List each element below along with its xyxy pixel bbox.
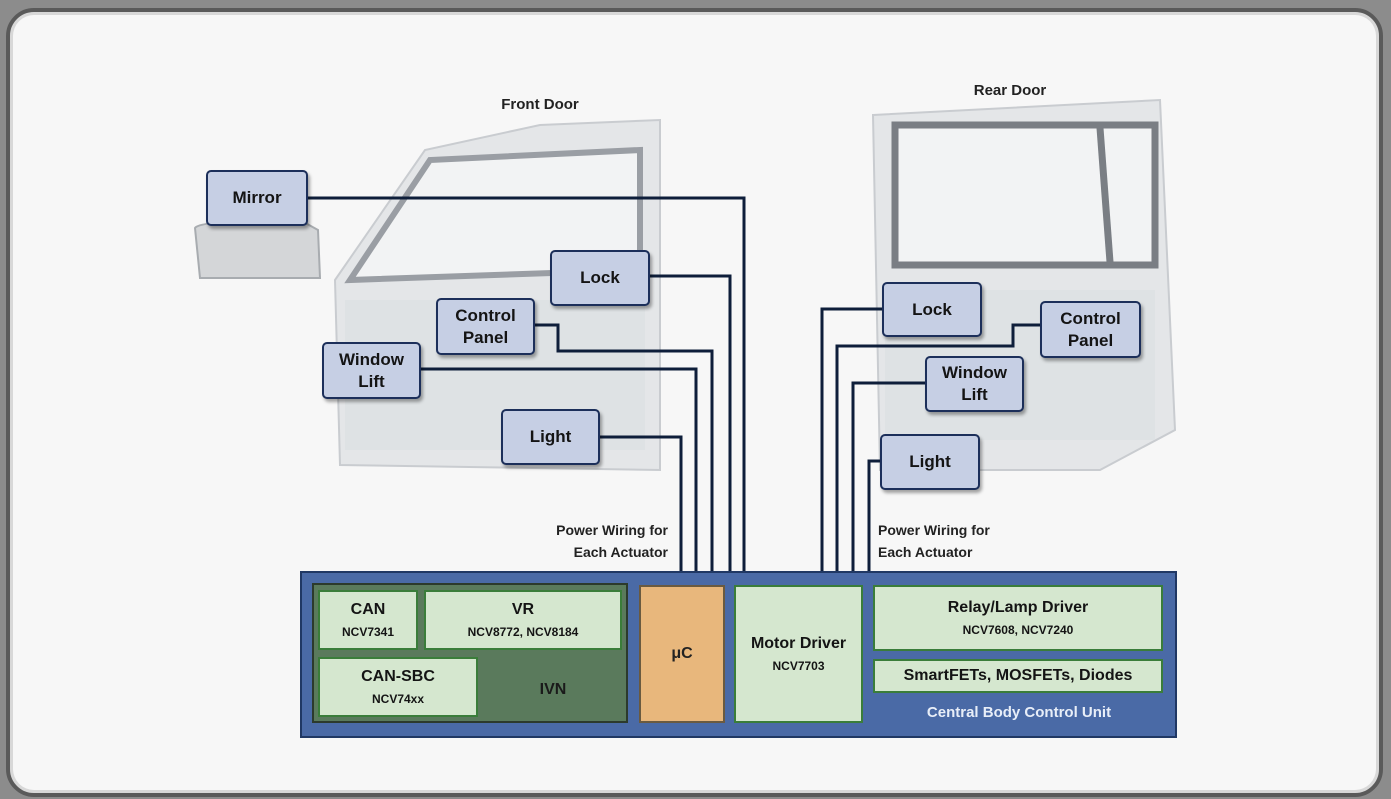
can-parts: NCV7341: [342, 625, 394, 639]
can-sbc-name: CAN-SBC: [361, 668, 435, 686]
front-window-lift-box: Window Lift: [322, 342, 421, 399]
front-lock-box: Lock: [550, 250, 650, 306]
rear-window-lift-box: Window Lift: [925, 356, 1024, 412]
can-block: CAN NCV7341: [318, 590, 418, 650]
vr-parts: NCV8772, NCV8184: [468, 625, 579, 639]
motor-driver-parts: NCV7703: [772, 659, 824, 673]
rear-door-title: Rear Door: [940, 82, 1080, 99]
switches-label: SmartFETs, MOSFETs, Diodes: [904, 667, 1133, 685]
can-sbc-block: CAN-SBC NCV74xx: [318, 657, 478, 717]
front-power-wiring-label: Power Wiring for Each Actuator: [500, 519, 668, 563]
vr-name: VR: [512, 601, 534, 619]
rear-light-box: Light: [880, 434, 980, 490]
can-name: CAN: [351, 601, 386, 619]
front-door-title: Front Door: [470, 96, 610, 113]
switches-block: SmartFETs, MOSFETs, Diodes: [873, 659, 1163, 693]
ivn-label: IVN: [480, 660, 626, 720]
can-sbc-parts: NCV74xx: [372, 692, 424, 706]
microcontroller-block: μC: [639, 585, 725, 723]
rear-lock-box: Lock: [882, 282, 982, 337]
front-control-panel-box: Control Panel: [436, 298, 535, 355]
front-mirror-box: Mirror: [206, 170, 308, 226]
rear-control-panel-box: Control Panel: [1040, 301, 1141, 358]
vr-block: VR NCV8772, NCV8184: [424, 590, 622, 650]
central-body-control-unit-label: Central Body Control Unit: [874, 704, 1164, 721]
front-light-box: Light: [501, 409, 600, 465]
relay-lamp-driver-parts: NCV7608, NCV7240: [963, 623, 1074, 637]
relay-lamp-driver-name: Relay/Lamp Driver: [948, 599, 1089, 617]
motor-driver-block: Motor Driver NCV7703: [734, 585, 863, 723]
rear-power-wiring-label: Power Wiring for Each Actuator: [878, 519, 1046, 563]
motor-driver-name: Motor Driver: [751, 635, 846, 653]
relay-lamp-driver-block: Relay/Lamp Driver NCV7608, NCV7240: [873, 585, 1163, 651]
